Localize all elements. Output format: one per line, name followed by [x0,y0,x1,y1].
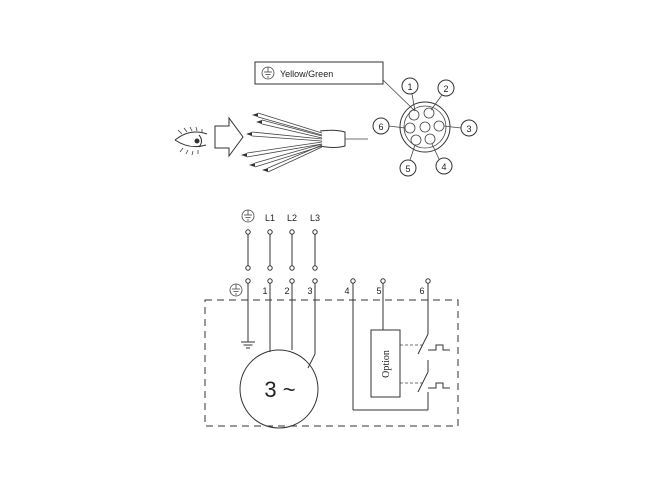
terminal-number-3: 3 [307,286,312,296]
control-circuit [352,283,429,411]
option-label: Option [381,350,392,378]
conductor-number-6: 6 [378,122,383,132]
conductor-number-3: 3 [466,124,471,134]
terminal-ground-icon [229,283,243,297]
view-direction-arrow-icon [214,116,244,158]
terminal-number-4: 4 [344,286,349,296]
conductor-callout-6: 6 [372,117,406,135]
supply-label-l1: L1 [265,213,275,223]
thermal-switch-icon [400,333,450,396]
internal-earth-icon [241,283,255,349]
earth-ground-icon [261,66,275,80]
conductor-callout-3: 3 [443,119,478,137]
supply-label-l3: L3 [310,213,320,223]
conductor-callout-4: 4 [431,143,453,175]
cable-cross-section [399,101,451,153]
supply-conductors [245,229,318,271]
supply-label-l2: L2 [287,213,297,223]
pump-enclosure [204,299,459,427]
terminal-number-2: 2 [284,286,289,296]
terminal-number-5: 5 [376,286,381,296]
cable-wires [241,112,368,173]
terminal-row [245,278,431,284]
conductor-callout-2: 2 [430,79,455,111]
conductor-callout-1: 1 [401,77,419,112]
terminal-number-1: 1 [262,286,267,296]
conductor-number-2: 2 [443,84,448,94]
eye-icon [174,126,208,156]
motor-label: 3 ~ [264,377,295,402]
conductor-callout-5: 5 [399,144,417,177]
conductor-number-1: 1 [407,82,412,92]
motor-symbol: 3 ~ [239,283,319,429]
conductor-number-5: 5 [405,164,410,174]
option-module: Option [370,329,401,398]
ground-label-box: Yellow/Green [254,61,416,112]
supply-ground-icon [241,209,255,223]
wiring-schematic: L1 L2 L3 [204,209,459,429]
cable-view: Yellow/Green [174,61,478,177]
ground-label-text: Yellow/Green [280,69,333,79]
terminal-number-6: 6 [419,286,424,296]
conductor-number-4: 4 [441,162,446,172]
